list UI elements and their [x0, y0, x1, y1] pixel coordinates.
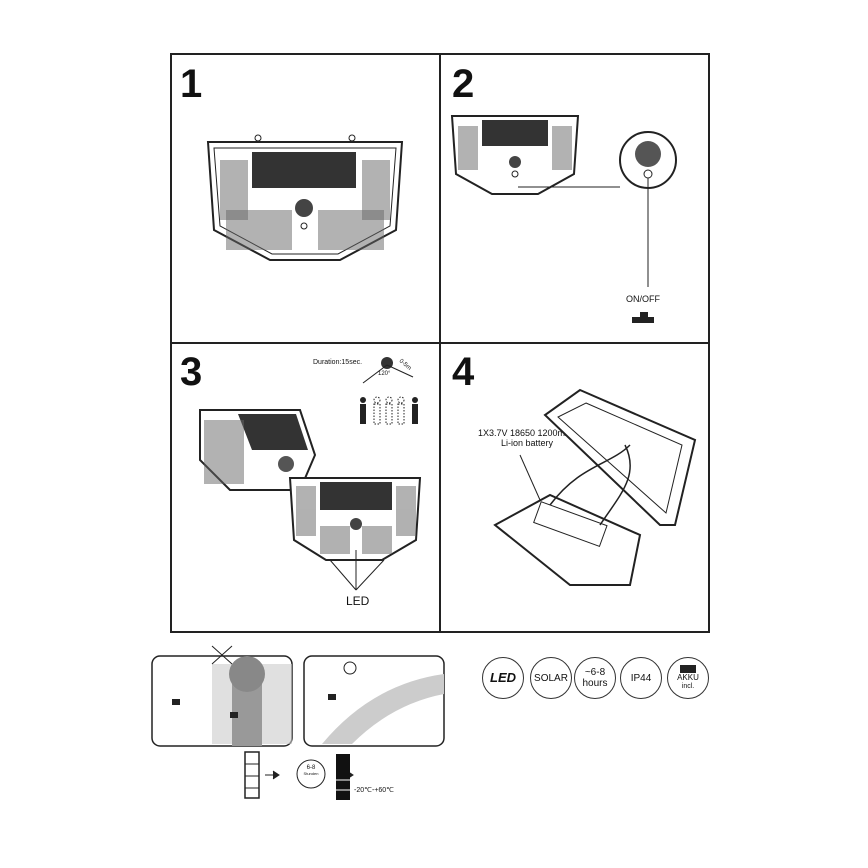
solar-badge: SOLAR	[530, 657, 572, 699]
battery-icon	[680, 665, 696, 674]
person-icon	[412, 397, 418, 424]
akku-text: AKKU	[677, 673, 699, 683]
ip-rating-badge: IP44	[620, 657, 662, 699]
battery-included-badge: AKKU incl.	[667, 657, 709, 699]
hours-value: ~6-8	[584, 667, 606, 678]
full-battery-icon	[336, 754, 350, 800]
led-badge-text: LED	[490, 669, 516, 685]
step-number-2: 2	[452, 62, 475, 106]
hours-unit: hours	[582, 678, 608, 689]
step-number-1: 1	[180, 62, 203, 106]
step-number-3: 3	[180, 350, 203, 394]
placement-illustrations	[151, 645, 445, 747]
detection-angle: 120°	[378, 371, 391, 377]
lamp-angled-illustration	[199, 409, 422, 591]
motion-sensor-diagram	[360, 357, 418, 425]
empty-battery-icon	[244, 751, 260, 799]
solar-lamp-front-illustration	[206, 134, 404, 261]
temperature-range: -20℃-+60℃	[354, 787, 395, 794]
led-label: LED	[346, 594, 370, 608]
led-badge: LED	[482, 657, 524, 699]
power-switch-illustration	[450, 115, 677, 323]
battery-install-illustration	[493, 388, 697, 586]
battery-spec-line2: Li-ion battery	[500, 438, 554, 448]
on-off-label: ON/OFF	[626, 294, 660, 304]
sun-charge-time: 6-8 Stunden	[300, 765, 322, 776]
divider	[170, 342, 710, 344]
battery-spec: 1X3.7V 18650 1200mAh Li-ion battery	[452, 428, 602, 448]
charging-diagram	[244, 751, 354, 799]
arrow-icon	[265, 770, 280, 780]
person-icon	[360, 397, 366, 424]
step-number-4: 4	[452, 350, 475, 394]
battery-spec-line1: 1X3.7V 18650 1200mAh	[477, 428, 577, 438]
sun-icon	[296, 759, 326, 789]
ip-rating-text: IP44	[630, 672, 652, 684]
duration-label: Duration:15sec.	[313, 359, 363, 366]
charge-hours: 6-8	[306, 765, 316, 771]
charge-unit: Stunden	[303, 770, 319, 776]
akku-incl-text: incl.	[681, 683, 695, 691]
solar-badge-text: SOLAR	[534, 672, 568, 684]
